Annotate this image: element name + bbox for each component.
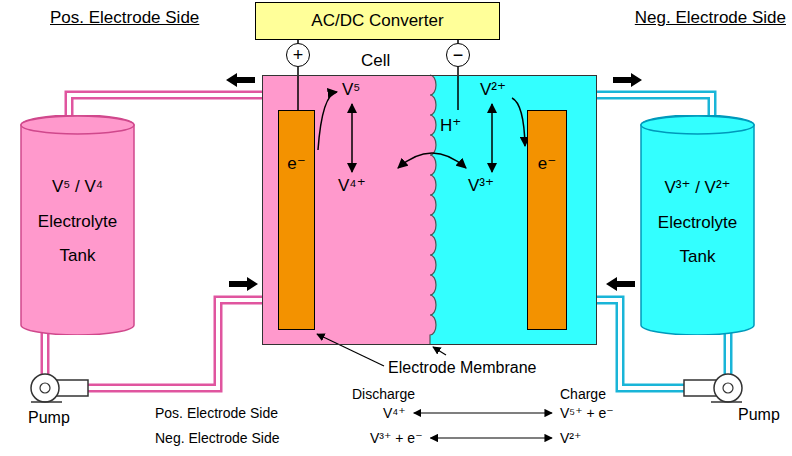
node-text: + xyxy=(293,46,304,64)
ion-label: H⁺ xyxy=(440,116,461,136)
wire-line xyxy=(457,67,459,110)
pipe-wall xyxy=(69,95,262,117)
pipe-wall xyxy=(597,95,712,117)
leader-line xyxy=(317,334,384,366)
node-text: V³⁺ / V²⁺ xyxy=(664,177,730,198)
pipe-bore xyxy=(597,95,712,117)
node-subtext: Electrolyte Tank xyxy=(648,206,748,274)
flow-arrow xyxy=(226,73,255,87)
equilibrium-arrow xyxy=(431,437,553,438)
pump-symbol xyxy=(684,374,742,402)
tank-body xyxy=(21,115,134,335)
tank-lid xyxy=(641,116,754,134)
membrane xyxy=(430,75,436,345)
electrode: e⁻ xyxy=(527,110,567,330)
equation-term: V⁵⁺ + e⁻ xyxy=(560,405,614,422)
row-heading: Neg. Electrode Side xyxy=(155,430,280,447)
electrolyte-tank: V⁵ / V⁴ Electrolyte Tank xyxy=(20,115,135,335)
flow-arrow xyxy=(613,73,642,87)
electrolyte-tank: V³⁺ / V²⁺ Electrolyte Tank xyxy=(640,115,755,335)
equation-term: V⁴⁺ xyxy=(383,405,406,422)
pipe xyxy=(597,95,712,117)
node-subtext: Electrolyte Tank xyxy=(28,205,128,273)
leader-line xyxy=(433,347,446,355)
flow-arrow xyxy=(229,277,258,291)
cell-stack: Celle⁻e⁻ xyxy=(262,75,597,345)
part-label: Electrode Membrane xyxy=(388,358,537,377)
pipe-bore xyxy=(69,95,262,117)
electron-arrow xyxy=(512,98,525,146)
wire xyxy=(298,67,299,110)
node-text: e⁻ xyxy=(287,153,305,329)
ion-label: V⁵ xyxy=(342,80,360,100)
tank-lid xyxy=(21,116,134,134)
positive-half-cell xyxy=(262,75,597,345)
wire xyxy=(458,67,459,110)
reaction-arrow xyxy=(351,104,353,172)
flow-arrow xyxy=(606,277,635,291)
equilibrium-arrow xyxy=(414,412,552,413)
equation-term: V²⁺ xyxy=(560,430,581,447)
terminal-circle: − xyxy=(446,43,470,67)
node-text: AC/DC Converter xyxy=(311,11,443,31)
node-text: e⁻ xyxy=(538,153,556,329)
wire-line xyxy=(297,67,299,110)
pump-symbol xyxy=(31,374,88,402)
ion-label: V⁴⁺ xyxy=(338,176,366,196)
tank-body xyxy=(641,115,754,335)
node-text: − xyxy=(453,46,464,64)
column-heading: Discharge xyxy=(352,386,415,403)
column-heading: Charge xyxy=(560,386,606,403)
row-heading: Pos. Electrode Side xyxy=(155,405,278,422)
negative-half-cell xyxy=(430,75,597,345)
reaction-arrow xyxy=(491,104,493,172)
ion-label: V³⁺ xyxy=(468,176,494,196)
terminal-circle: + xyxy=(286,43,310,67)
converter-box: AC/DC Converter xyxy=(255,2,500,40)
proton-arrow xyxy=(398,153,466,168)
node-text: V⁵ / V⁴ xyxy=(52,177,103,197)
electron-arrow xyxy=(318,92,337,150)
side-heading: Pos. Electrode Side xyxy=(50,8,199,28)
node-text: Cell xyxy=(361,51,390,71)
part-label: Pump xyxy=(28,408,70,427)
electrode: e⁻ xyxy=(278,110,315,330)
pipe xyxy=(69,95,262,117)
equation-term: V³⁺ + e⁻ xyxy=(370,430,423,447)
side-heading: Neg. Electrode Side xyxy=(635,8,786,28)
part-label: Pump xyxy=(738,405,780,424)
ion-label: V²⁺ xyxy=(480,80,506,100)
